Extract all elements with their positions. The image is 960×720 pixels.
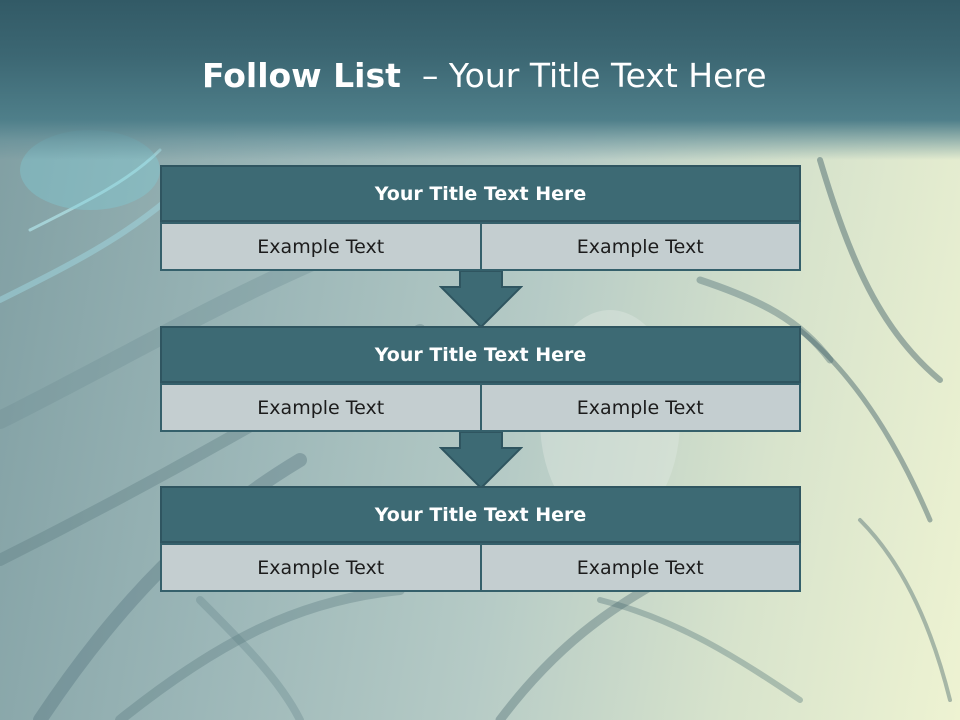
block-title[interactable]: Your Title Text Here — [160, 165, 801, 222]
block-row: Example Text Example Text — [160, 222, 801, 271]
block-row: Example Text Example Text — [160, 543, 801, 592]
block-title[interactable]: Your Title Text Here — [160, 486, 801, 543]
block-cell-right[interactable]: Example Text — [481, 222, 801, 271]
block-row: Example Text Example Text — [160, 383, 801, 432]
slide-title-bold: Follow List — [202, 56, 401, 95]
block-cell-left[interactable]: Example Text — [160, 222, 482, 271]
block-title[interactable]: Your Title Text Here — [160, 326, 801, 383]
block-cell-right[interactable]: Example Text — [481, 383, 801, 432]
down-arrow-icon — [439, 432, 523, 489]
list-block: Your Title Text Here Example Text Exampl… — [160, 165, 801, 271]
down-arrow-icon — [439, 271, 523, 328]
list-block: Your Title Text Here Example Text Exampl… — [160, 326, 801, 432]
list-block: Your Title Text Here Example Text Exampl… — [160, 486, 801, 592]
slide-title: Follow List – Your Title Text Here — [202, 54, 767, 98]
slide-title-rest: – Your Title Text Here — [421, 56, 767, 95]
block-cell-right[interactable]: Example Text — [481, 543, 801, 592]
header-band — [0, 0, 960, 160]
block-cell-left[interactable]: Example Text — [160, 543, 482, 592]
block-cell-left[interactable]: Example Text — [160, 383, 482, 432]
